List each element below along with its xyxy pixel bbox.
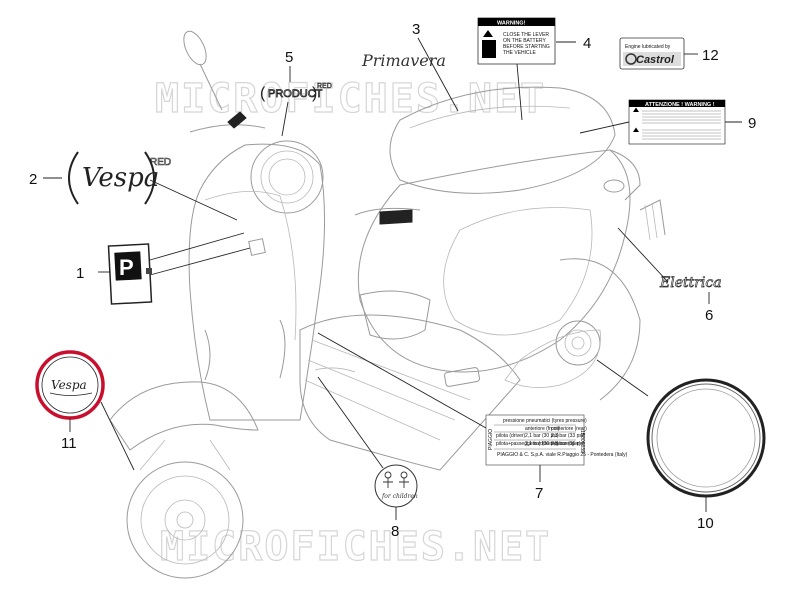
label-9-header: ATTENZIONE ! WARNING ! — [645, 102, 715, 108]
label-4-line-1: CLOSE THE LEVER — [503, 32, 549, 38]
vespa-text-11: Vespa — [51, 378, 87, 392]
part-7-tyre-pressure-label[interactable]: pressione pneumatici (tyres pressure) an… — [485, 414, 628, 466]
label-4-line-2: ON THE BATTERY — [503, 38, 546, 44]
label-7-row1-label: pilota (driver) — [496, 433, 526, 439]
label-7-side-right: 1B006039 — [579, 430, 585, 453]
label-12-top: Engine lubricated by — [625, 44, 671, 50]
callout-numbers: 1 2 3 4 5 6 7 8 9 10 11 12 — [29, 21, 756, 540]
label-7-row1-c2: 2,3 bar (33 psi) — [551, 433, 585, 439]
part-2-vespa-red-logo[interactable]: Vespa RED — [68, 151, 171, 205]
part-1-emblem[interactable]: P — [107, 243, 153, 305]
callout-12[interactable]: 12 — [702, 47, 719, 64]
callout-11[interactable]: 11 — [61, 435, 77, 452]
part-10-ring-decal[interactable] — [646, 378, 766, 498]
label-7-row2-c2: 2,5 bar (36 psi) — [551, 441, 585, 447]
label-4-header: WARNING! — [497, 21, 526, 27]
part-4-warning-label[interactable]: WARNING! CLOSE THE LEVER ON THE BATTERY … — [477, 17, 556, 65]
leader-lines — [43, 37, 742, 520]
label-4-line-4: THE VEHICLE — [503, 50, 536, 56]
svg-text:(: ( — [260, 85, 266, 102]
part-3-primavera-script[interactable]: Primavera — [361, 51, 446, 70]
castrol-brand: Castrol — [636, 54, 675, 66]
part-11-vespa-circle-badge[interactable]: Vespa — [35, 350, 105, 420]
part-6-elettrica-script[interactable]: Elettrica — [659, 275, 722, 292]
callout-5[interactable]: 5 — [285, 49, 293, 66]
callout-3[interactable]: 3 — [412, 21, 420, 38]
label-7-row1-c1: 2,1 bar (30 psi) — [525, 433, 559, 439]
label-4-line-3: BEFORE STARTING — [503, 44, 550, 50]
part-12-castrol-label[interactable]: Engine lubricated by Castrol — [619, 37, 685, 70]
label-7-col2: posteriore (rear) — [551, 426, 587, 432]
primavera-text: Primavera — [361, 51, 446, 70]
part-8-children-badge[interactable]: for children — [374, 464, 418, 508]
part-5-product-red-logo[interactable]: ( PRODUCT ) RED — [260, 83, 332, 102]
callout-10[interactable]: 10 — [697, 515, 714, 532]
callout-2[interactable]: 2 — [29, 171, 37, 188]
vespa-text: Vespa — [82, 163, 159, 193]
callout-8[interactable]: 8 — [391, 523, 399, 540]
red-text-5: RED — [317, 83, 332, 90]
part-9-attenzione-label[interactable]: ATTENZIONE ! WARNING ! — [628, 99, 726, 145]
label-7-col1: anteriore (front) — [525, 426, 560, 432]
callout-6[interactable]: 6 — [705, 307, 713, 324]
callout-1[interactable]: 1 — [76, 265, 84, 282]
watermark-bottom: MICROFICHES.NET — [160, 524, 551, 570]
svg-text:): ) — [312, 85, 317, 102]
label-7-row2-label: pilota+passeggero (driver+passenger) — [496, 441, 581, 447]
product-text: PRODUCT — [268, 88, 323, 100]
callout-7[interactable]: 7 — [535, 485, 543, 502]
elettrica-text: Elettrica — [659, 275, 722, 291]
svg-text:P: P — [119, 255, 134, 280]
callout-9[interactable]: 9 — [748, 115, 756, 132]
red-text-2: RED — [150, 157, 171, 168]
callout-4[interactable]: 4 — [583, 35, 591, 52]
children-text: for children — [381, 493, 418, 500]
label-7-title: pressione pneumatici (tyres pressure) — [503, 418, 587, 424]
watermark-top: MICROFICHES.NET — [155, 76, 546, 122]
label-7-row2-c1: 2,1 bar (30 psi) — [525, 441, 559, 447]
label-7-side-left: PIAGGIO — [488, 429, 494, 450]
label-7-footer: PIAGGIO & C. S.p.A. viale R.Piaggio 25 -… — [497, 452, 628, 458]
scooter-drawing — [109, 30, 666, 579]
